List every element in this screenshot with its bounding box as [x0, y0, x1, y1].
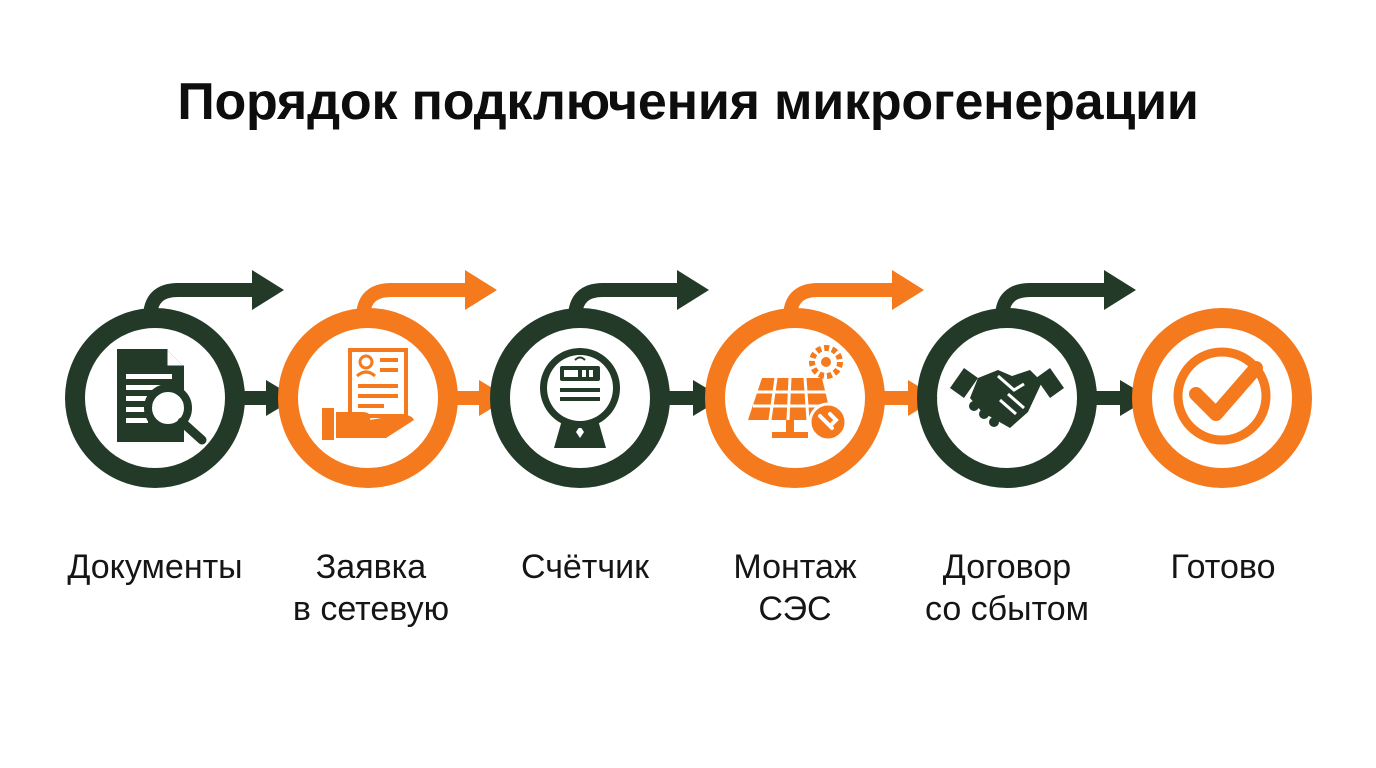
- step-label-line: Счётчик: [521, 548, 649, 586]
- checkmark-icon: [1173, 347, 1271, 445]
- step-2-application: [278, 270, 497, 488]
- solar-panel-install-icon: [748, 345, 848, 442]
- step-5-top-arrowhead: [1104, 270, 1136, 310]
- step-4-top-arrow: [783, 283, 898, 319]
- diagram-title: Порядок подключения микрогенерации: [177, 73, 1199, 131]
- step-label-application: Заявка в сетевую: [251, 546, 491, 630]
- step-label-line: Договор: [942, 548, 1072, 586]
- step-label-solar-install: Монтаж СЭС: [675, 546, 915, 630]
- step-3-top-arrowhead: [677, 270, 709, 310]
- step-5-top-arrow: [995, 283, 1110, 319]
- step-label-done: Готово: [1103, 546, 1343, 588]
- step-label-line: в сетевую: [292, 590, 450, 628]
- step-4-top-arrowhead: [892, 270, 924, 310]
- step-1-top-arrow: [143, 283, 258, 319]
- document-search-icon: [117, 349, 207, 445]
- step-6-ring: [1132, 308, 1312, 488]
- step-label-line: Готово: [1170, 548, 1276, 586]
- step-label-line: Заявка: [315, 548, 427, 586]
- step-5-contract: [917, 270, 1136, 488]
- step-label-meter: Счётчик: [465, 546, 705, 588]
- electric-meter-icon: [540, 348, 620, 448]
- step-1-top-arrowhead: [252, 270, 284, 310]
- step-label-documents: Документы: [35, 546, 275, 588]
- application-hand-icon: [322, 348, 414, 440]
- step-3-top-arrow: [568, 283, 683, 319]
- step-label-contract: Договор со сбытом: [887, 546, 1127, 630]
- step-label-line: со сбытом: [924, 590, 1090, 628]
- step-2-top-arrowhead: [465, 270, 497, 310]
- step-3-meter: [490, 270, 709, 488]
- step-1-documents: [65, 270, 284, 488]
- handshake-icon: [950, 368, 1064, 428]
- step-2-top-arrow: [356, 283, 471, 319]
- step-4-solar-install: [705, 270, 924, 488]
- step-6-done: [1132, 308, 1312, 488]
- step-label-line: Монтаж: [733, 548, 857, 586]
- step-label-line: Документы: [67, 548, 243, 586]
- step-label-line: СЭС: [758, 590, 832, 628]
